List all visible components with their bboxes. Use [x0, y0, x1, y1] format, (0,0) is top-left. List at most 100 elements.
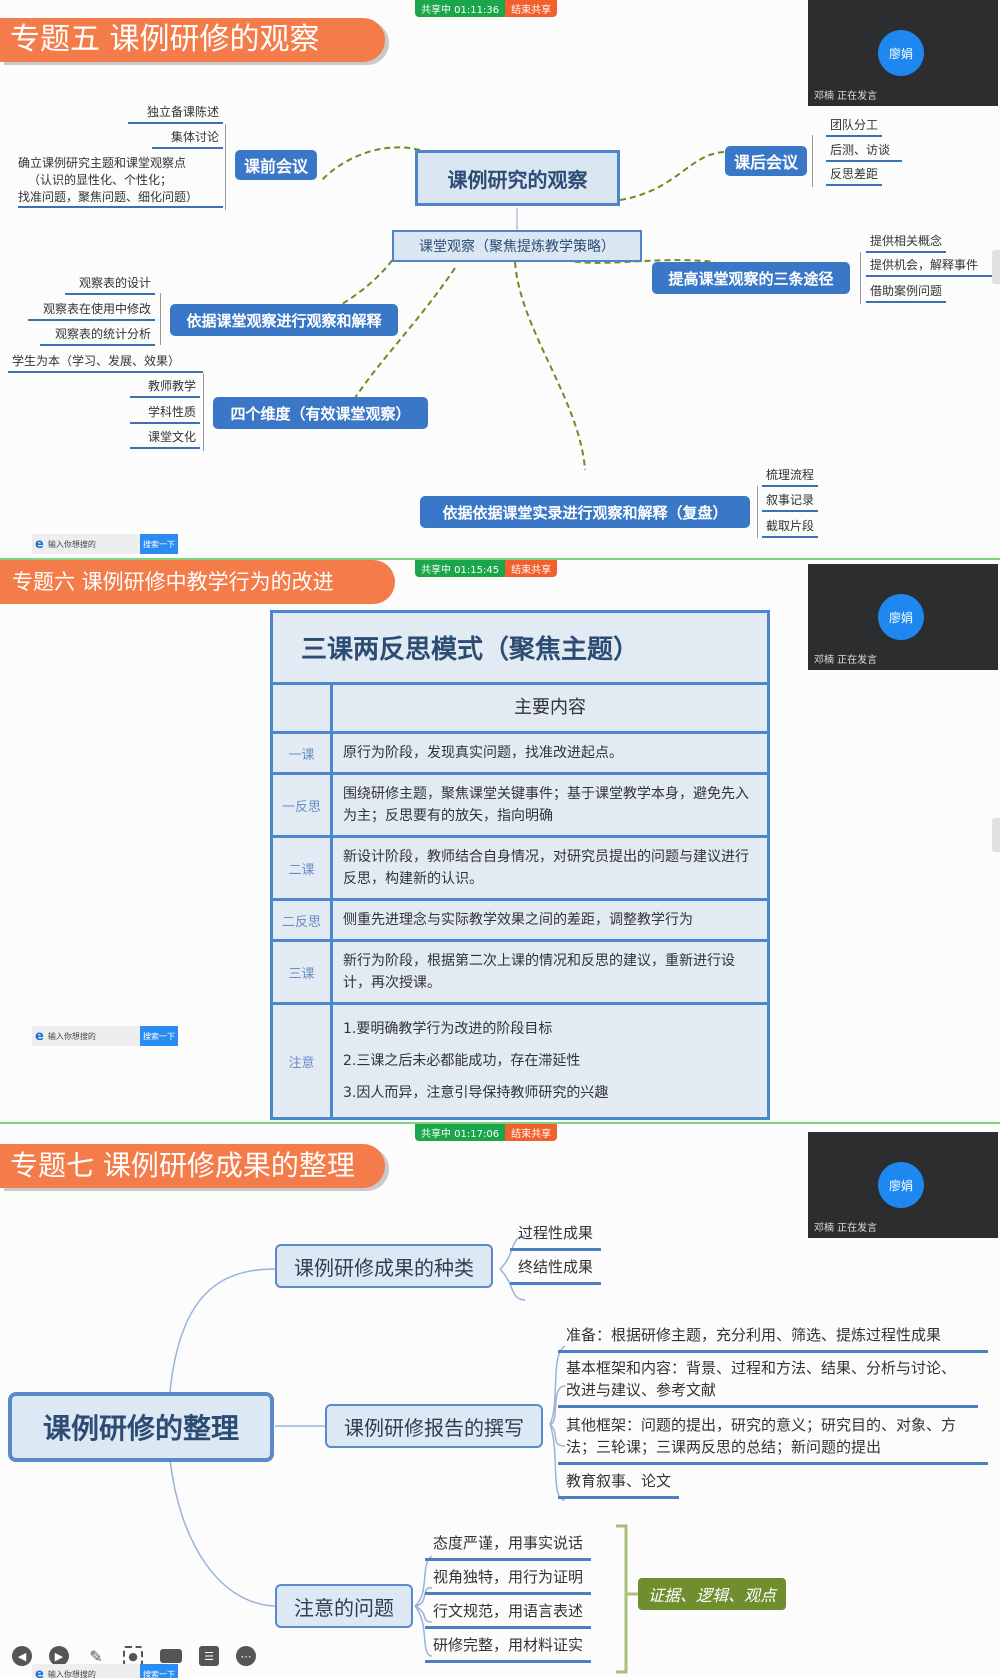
leaf-item[interactable]: 观察表的统计分析 [40, 325, 155, 346]
leaf-item[interactable]: 叙事记录 [762, 491, 819, 512]
leaf-item[interactable]: 观察表在使用中修改 [28, 300, 155, 321]
video-tile: 廖娟 邓楠 正在发言 [808, 564, 998, 670]
content-cell: 新设计阶段，教师结合自身情况，对研究员提出的问题与建议进行反思，构建新的认识。 [343, 849, 749, 887]
sub-center-node[interactable]: 课堂观察（聚焦提炼教学策略） [392, 230, 642, 262]
leaf-item[interactable]: 团队分工 [826, 116, 883, 137]
leaf-item[interactable]: 课堂文化 [130, 428, 200, 449]
content-cell: 原行为阶段，发现真实问题，找准改进起点。 [343, 745, 623, 761]
stop-share-button[interactable]: 结束共享 [505, 0, 558, 17]
search-box[interactable]: e 输入你想搜的 搜索一下 [32, 1026, 178, 1046]
center-node[interactable]: 课例研修的整理 [8, 1392, 274, 1462]
stop-share-button[interactable]: 结束共享 [505, 560, 558, 577]
bracket [812, 135, 813, 187]
leaf-item[interactable]: 后测、访谈 [826, 141, 902, 162]
leaf-item[interactable]: 借助案例问题 [866, 282, 947, 303]
leaf-item[interactable]: 准备：根据研修主题，充分利用、筛选、提炼过程性成果 [558, 1324, 988, 1353]
browser-icon: e [35, 1666, 44, 1678]
browser-icon: e [35, 1028, 44, 1044]
report-node[interactable]: 课例研修报告的撰写 [325, 1404, 543, 1448]
leaf-item[interactable]: 截取片段 [762, 517, 819, 538]
leaf-item[interactable]: 态度严谨，用事实说话 [425, 1532, 592, 1561]
screen-share-bar: 共享中 01:17:06 结束共享 [415, 1124, 558, 1141]
topic-title: 专题六 课例研修中教学行为的改进 [0, 560, 395, 604]
leaf-item[interactable]: 教育叙事、论文 [558, 1470, 680, 1499]
stage-cell: 二反思 [273, 901, 333, 939]
table-header: 主要内容 [514, 697, 586, 718]
search-button[interactable]: 搜索一下 [140, 1664, 178, 1678]
leaf-item[interactable]: 教师教学 [130, 377, 200, 398]
prev-icon[interactable]: ◀ [12, 1646, 32, 1666]
center-node[interactable]: 课例研究的观察 [415, 150, 620, 206]
issues-node[interactable]: 注意的问题 [275, 1584, 413, 1628]
leaf-item[interactable]: 提供相关概念 [866, 232, 947, 253]
leaf-item[interactable]: 独立备课陈述 [128, 103, 223, 124]
side-scroll-handle[interactable] [992, 250, 1000, 284]
search-input[interactable]: 输入你想搜的 [47, 1031, 96, 1041]
search-box[interactable]: e 输入你想搜的 搜索一下 [32, 1664, 178, 1678]
avatar: 廖娟 [878, 30, 924, 76]
search-button[interactable]: 搜索一下 [140, 534, 178, 554]
stop-share-button[interactable]: 结束共享 [505, 1124, 558, 1141]
content-cell: 1.要明确教学行为改进的阶段目标 2.三课之后未必都能成功，存在滞延性 3.因人… [333, 1005, 767, 1117]
leaf-item[interactable]: 终结性成果 [510, 1256, 602, 1285]
share-status: 共享中 01:11:36 [415, 0, 506, 17]
leaf-item[interactable]: 确立课例研究主题和课堂观察点 （认识的显性化、个性化； 找准问题，聚焦问题、细化… [18, 155, 223, 208]
stage-cell: 注意 [273, 1005, 333, 1117]
leaf-item[interactable]: 集体讨论 [152, 128, 223, 149]
three-paths-node[interactable]: 提高课堂观察的三条途径 [652, 262, 850, 294]
leaf-item[interactable]: 其他框架：问题的提出，研究的意义；研究目的、对象、方法；三轮课；三课两反思的总结… [558, 1414, 988, 1465]
divider [0, 558, 1000, 560]
play-icon[interactable]: ▶ [49, 1646, 69, 1666]
side-scroll-handle[interactable] [992, 818, 1000, 852]
leaf-item[interactable]: 反思差距 [826, 165, 883, 186]
search-box[interactable]: e 输入你想搜的 搜索一下 [32, 534, 178, 554]
summary-tag[interactable]: 证据、逻辑、观点 [638, 1578, 786, 1610]
leaf-item[interactable]: 研修完整，用材料证实 [425, 1634, 592, 1663]
leaf-item[interactable]: 视角独特，用行为证明 [425, 1566, 592, 1595]
leaf-item[interactable]: 行文规范，用语言表述 [425, 1600, 592, 1629]
four-dimensions-node[interactable]: 四个维度（有效课堂观察） [213, 397, 428, 429]
leaf-item[interactable]: 学生为本（学习、发展、效果） [8, 352, 203, 373]
table-title: 三课两反思模式（聚焦主题） [273, 613, 767, 685]
video-tile: 廖娟 邓楠 正在发言 [808, 0, 998, 106]
slide-panel-topic7: 专题七 课例研修成果的整理 共享中 01:17:06 结束共享 廖娟 邓楠 正在… [0, 1124, 1000, 1678]
leaf-item[interactable]: 梳理流程 [762, 466, 819, 487]
more-icon[interactable]: ⋯ [236, 1646, 256, 1666]
speaker-status: 邓楠 正在发言 [814, 91, 878, 102]
header-empty-cell [273, 685, 333, 731]
table-row: 注意 1.要明确教学行为改进的阶段目标 2.三课之后未必都能成功，存在滞延性 3… [273, 1005, 767, 1117]
avatar: 廖娟 [878, 1162, 924, 1208]
observe-interpret-node[interactable]: 依据课堂观察进行观察和解释 [170, 304, 398, 336]
table-row: 三课 新行为阶段，根据第二次上课的情况和反思的建议，重新进行设计，再次授课。 [273, 942, 767, 1005]
topic-title: 专题七 课例研修成果的整理 [0, 1144, 385, 1188]
content-cell: 围绕研修主题，聚焦课堂关键事件；基于课堂教学本身，避免先入为主；反思要有的放矢，… [343, 786, 749, 824]
replay-node[interactable]: 依据依据课堂实录进行观察和解释（复盘） [420, 496, 750, 528]
leaf-line: （认识的显性化、个性化； [28, 173, 173, 187]
chat-icon[interactable]: ☰ [199, 1646, 219, 1666]
bracket [757, 486, 758, 538]
types-node[interactable]: 课例研修成果的种类 [275, 1244, 493, 1288]
pen-icon[interactable]: ✎ [89, 1646, 103, 1666]
search-input[interactable]: 输入你想搜的 [47, 539, 96, 549]
screenshot-icon[interactable]: ● [123, 1646, 143, 1666]
leaf-item[interactable]: 过程性成果 [510, 1222, 602, 1251]
leaf-item[interactable]: 学科性质 [130, 403, 200, 424]
share-status: 共享中 01:17:06 [415, 1124, 506, 1141]
stage-cell: 三课 [273, 942, 333, 1002]
search-input[interactable]: 输入你想搜的 [47, 1669, 96, 1678]
table-row: 二反思 侧重先进理念与实际教学效果之间的差距，调整教学行为 [273, 901, 767, 942]
leaf-item[interactable]: 基本框架和内容：背景、过程和方法、结果、分析与讨论、改进与建议、参考文献 [558, 1357, 978, 1408]
camera-icon[interactable] [160, 1649, 182, 1663]
screen-share-bar: 共享中 01:11:36 结束共享 [415, 0, 558, 17]
pre-meeting-node[interactable]: 课前会议 [235, 150, 317, 180]
leaf-item[interactable]: 观察表的设计 [65, 274, 155, 295]
search-button[interactable]: 搜索一下 [140, 1026, 178, 1046]
note-line: 3.因人而异，注意引导保持教师研究的兴趣 [343, 1085, 609, 1101]
bracket [860, 252, 861, 304]
post-meeting-node[interactable]: 课后会议 [725, 146, 807, 176]
leaf-item[interactable]: 提供机会，解释事件 [866, 256, 994, 277]
bracket [225, 124, 226, 210]
divider [0, 1122, 1000, 1124]
leaf-line: 找准问题，聚焦问题、细化问题） [18, 190, 199, 204]
table-row: 一反思 围绕研修主题，聚焦课堂关键事件；基于课堂教学本身，避免先入为主；反思要有… [273, 775, 767, 838]
